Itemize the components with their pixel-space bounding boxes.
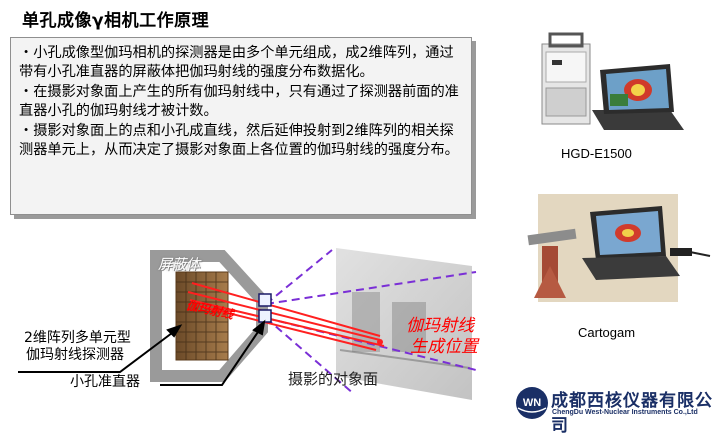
detector-label-2: 伽玛射线探测器	[26, 347, 124, 363]
wn-logo-icon: WN	[516, 387, 548, 419]
description-box: ・小孔成像型伽玛相机的探测器是由多个单元组成，成2维阵列，通过带有小孔准直器的屏…	[10, 37, 472, 215]
collimator-label: 小孔准直器	[70, 374, 140, 390]
logo-mark: WN	[523, 397, 541, 409]
company-name-en: ChengDu West-Nuclear Instruments Co.,Ltd	[552, 409, 698, 416]
source-label-1: 伽玛射线	[406, 316, 474, 336]
shield-label: 屏蔽体	[158, 257, 200, 273]
cartogam-caption: Cartogam	[578, 325, 636, 340]
object-plane-label: 摄影的对象面	[288, 370, 379, 388]
gamma-rays	[187, 282, 385, 351]
hgd-e1500-caption: HGD-E1500	[561, 146, 632, 161]
source-label-2: 生成位置	[410, 337, 478, 357]
company-logo: WN 成都西核仪器有限公司 ChengDu West-Nuclear Instr…	[515, 384, 715, 436]
pinhole-collimator	[258, 293, 272, 323]
detector-label-1: 2维阵列多单元型	[24, 330, 131, 346]
page-title: 单孔成像γ相机工作原理	[22, 11, 210, 31]
bullet-3: ・摄影对象面上的点和小孔成直线，然后延伸投射到2维阵列的相关探测器单元上，从而决…	[19, 123, 459, 158]
bullet-2: ・在摄影对象面上产生的所有伽玛射线中，只有通过了探测器前面的准直器小孔的伽玛射线…	[19, 84, 459, 119]
bullet-1: ・小孔成像型伽玛相机的探测器是由多个单元组成，成2维阵列，通过带有小孔准直器的屏…	[19, 45, 454, 80]
field-of-view-lines	[265, 249, 477, 395]
source-point	[377, 339, 383, 345]
cartogam-photo	[527, 194, 711, 302]
label-pointers	[18, 319, 266, 386]
hgd-e1500-photo	[520, 30, 720, 142]
